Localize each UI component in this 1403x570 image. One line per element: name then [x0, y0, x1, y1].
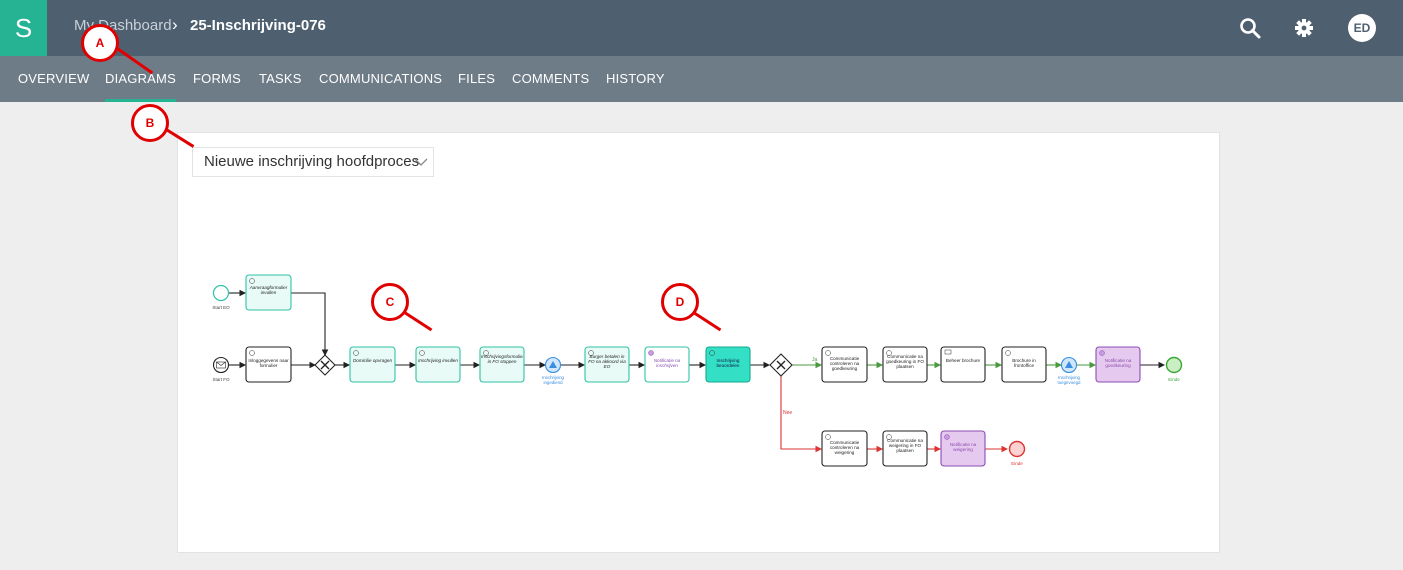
task-notificatie-weigering[interactable]: Notificatie na weigering	[940, 430, 986, 467]
end-event-goed[interactable]	[1165, 356, 1183, 374]
task-brochure-frontoffice[interactable]: Brochure in frontoffice	[1001, 346, 1047, 383]
start-event-fo-label: Start FO	[212, 377, 230, 382]
diagram-select-value: Nieuwe inschrijving hoofdproces	[204, 153, 420, 170]
intermediate-event-toegevoegd[interactable]	[1060, 356, 1078, 374]
tab-comments[interactable]: COMMENTS	[512, 71, 590, 86]
user-task-icon	[419, 350, 425, 356]
service-task-icon	[886, 350, 892, 356]
task-notificatie-inschrijven[interactable]: Notificatie na inschrijven	[644, 346, 690, 383]
task-comm-goed-fo[interactable]: Communicatie na goedkeuring in FO plaats…	[882, 346, 928, 383]
marker-b: B	[131, 104, 169, 142]
marker-d: D	[661, 283, 699, 321]
start-event-eo-label: Start EO	[212, 305, 230, 310]
end-event-weig-label: Einde	[1011, 461, 1023, 466]
end-event-goed-label: Einde	[1168, 377, 1180, 382]
diagram-card	[177, 132, 1220, 553]
intermediate-event-ingediend[interactable]	[544, 356, 562, 374]
task-comm-weig-fo[interactable]: Communicatie na weigering in FO plaatsen	[882, 430, 928, 467]
marker-a: A	[81, 24, 119, 62]
chevron-down-icon	[414, 158, 428, 166]
exclusive-gateway-decision[interactable]	[769, 353, 793, 377]
task-aanvraag[interactable]: Aanvraagformulier invullen	[245, 274, 292, 311]
send-task-icon	[648, 350, 654, 356]
task-inschrijving-invullen[interactable]: Inschrijving invullen	[415, 346, 461, 383]
breadcrumb-current: 25-Inschrijving-076	[190, 17, 326, 34]
envelope-icon	[216, 361, 226, 369]
service-task-icon	[353, 350, 359, 356]
service-task-icon	[1005, 350, 1011, 356]
exclusive-gateway-join[interactable]	[314, 354, 336, 376]
bpmn-diagram: Ja Nee Start EO Start FO Aanvraagformuli…	[212, 274, 1183, 467]
task-comm-contr-goed[interactable]: Communicatie controleren na goedkeuring	[821, 346, 868, 383]
flow-label-nee: Nee	[783, 410, 792, 416]
service-task-icon	[249, 350, 255, 356]
send-task-icon	[1099, 350, 1105, 356]
gear-icon[interactable]	[1290, 14, 1318, 42]
tab-communications[interactable]: COMMUNICATIONS	[319, 71, 443, 86]
user-task-icon	[825, 434, 831, 440]
business-rule-icon	[944, 349, 952, 355]
tab-overview[interactable]: OVERVIEW	[18, 71, 90, 86]
task-inloggegevens[interactable]: Inloggegevens naar formulier	[245, 346, 292, 383]
tab-diagrams[interactable]: DIAGRAMS	[105, 71, 176, 102]
tab-forms[interactable]: FORMS	[193, 71, 241, 86]
flow-label-ja: Ja	[812, 357, 818, 363]
top-bar: S My Dashboard › 25-Inschrijving-076 ED	[0, 0, 1403, 56]
user-task-icon	[709, 350, 715, 356]
start-event-fo[interactable]	[212, 356, 230, 374]
intermediate-event-ingediend-label: Inschrijving ingediend	[542, 375, 564, 385]
intermediate-event-toegevoegd-label: Inschrijving toegevoegd	[1057, 375, 1081, 385]
service-task-icon	[588, 350, 594, 356]
tab-tasks[interactable]: TASKS	[259, 71, 302, 86]
user-task-icon	[249, 278, 255, 284]
search-icon[interactable]	[1236, 14, 1264, 42]
task-beheer-brochure[interactable]: Beheer brochure	[940, 346, 986, 383]
app-logo[interactable]: S	[0, 0, 47, 56]
end-event-weig[interactable]	[1008, 440, 1026, 458]
task-inschrijving-beoordelen[interactable]: Inschrijving beoordelen	[705, 346, 751, 383]
tab-history[interactable]: HISTORY	[606, 71, 665, 86]
task-burger-betalen[interactable]: Burger betalen in FO na akkoord via EO	[584, 346, 630, 383]
marker-c: C	[371, 283, 409, 321]
user-avatar[interactable]: ED	[1348, 14, 1376, 42]
task-inschrijvingsformulier[interactable]: Inschrijvingsformulier in FO stoppen	[479, 346, 525, 383]
send-task-icon	[944, 434, 950, 440]
service-task-icon	[886, 434, 892, 440]
task-domicilie[interactable]: Domicilie opvragen	[349, 346, 396, 383]
diagram-select[interactable]: Nieuwe inschrijving hoofdproces	[192, 147, 434, 177]
tab-files[interactable]: FILES	[458, 71, 496, 86]
task-comm-contr-weig[interactable]: Communicatie controleren na weigering	[821, 430, 868, 467]
start-event-eo[interactable]	[212, 284, 230, 302]
section-tabs: OVERVIEW DIAGRAMS FORMS TASKS COMMUNICAT…	[0, 56, 1403, 102]
task-notificatie-goedkeuring[interactable]: Notificatie na goedkeuring	[1095, 346, 1141, 383]
user-task-icon	[825, 350, 831, 356]
service-task-icon	[483, 350, 489, 356]
breadcrumb-separator: ›	[172, 15, 178, 34]
